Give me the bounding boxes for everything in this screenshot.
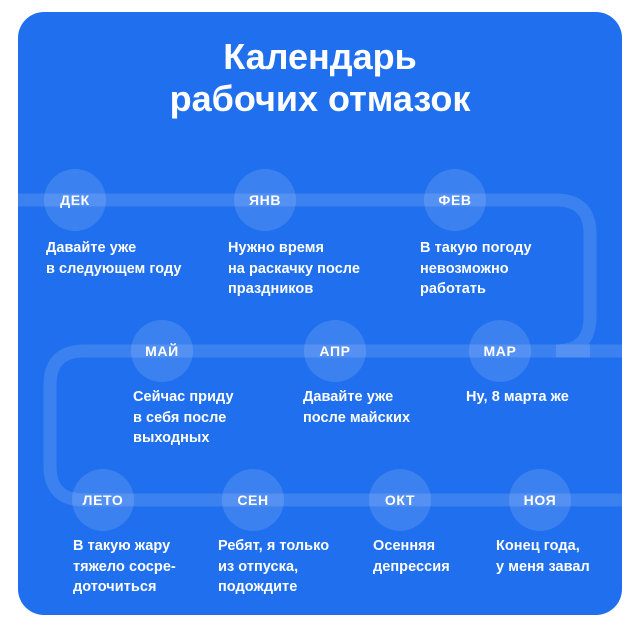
month-caption-фев: В такую погоду невозможно работать	[420, 240, 532, 298]
month-label: НОЯ	[523, 492, 557, 508]
month-node-ноя[interactable]: НОЯ	[509, 469, 571, 531]
month-caption-мар: Ну, 8 марта же	[466, 389, 569, 405]
month-node-янв[interactable]: ЯНВ	[234, 169, 296, 231]
month-caption-сен: Ребят, я только из отпуска, подождите	[218, 538, 330, 596]
month-label: АПР	[319, 343, 351, 359]
month-label: ЯНВ	[248, 192, 282, 208]
month-node-сен[interactable]: СЕН	[222, 469, 284, 531]
month-label: ДЕК	[60, 192, 90, 208]
month-label: ОКТ	[384, 492, 416, 508]
month-caption-май: Сейчас приду в себя после выходных	[133, 389, 234, 447]
page-title: Календарь рабочих отмазок	[169, 36, 471, 120]
month-node-мар[interactable]: МАР	[469, 320, 531, 382]
month-label: МАР	[483, 343, 517, 359]
month-node-дек[interactable]: ДЕК	[44, 169, 106, 231]
month-caption-лето: В такую жару тяжело сосре- доточиться	[73, 538, 176, 596]
month-node-окт[interactable]: ОКТ	[369, 469, 431, 531]
month-caption-янв: Нужно время на раскачку после праздников	[228, 240, 360, 298]
month-caption-дек: Давайте уже в следующем году	[46, 240, 182, 277]
month-node-май[interactable]: МАЙ	[131, 320, 193, 382]
month-caption-ноя: Конец года, у меня завал	[496, 538, 590, 575]
month-node-лето[interactable]: ЛЕТО	[72, 469, 134, 531]
month-node-апр[interactable]: АПР	[304, 320, 366, 382]
month-caption-апр: Давайте уже после майских	[303, 389, 411, 426]
month-caption-окт: Осенняя депрессия	[373, 538, 450, 575]
month-node-фев[interactable]: ФЕВ	[424, 169, 486, 231]
month-label: СЕН	[237, 492, 269, 508]
month-label: ФЕВ	[438, 192, 472, 208]
calendar-card: Календарь рабочих отмазок ДЕК Давайте уже…	[18, 12, 622, 615]
month-label: ЛЕТО	[82, 492, 124, 508]
month-label: МАЙ	[145, 343, 179, 359]
